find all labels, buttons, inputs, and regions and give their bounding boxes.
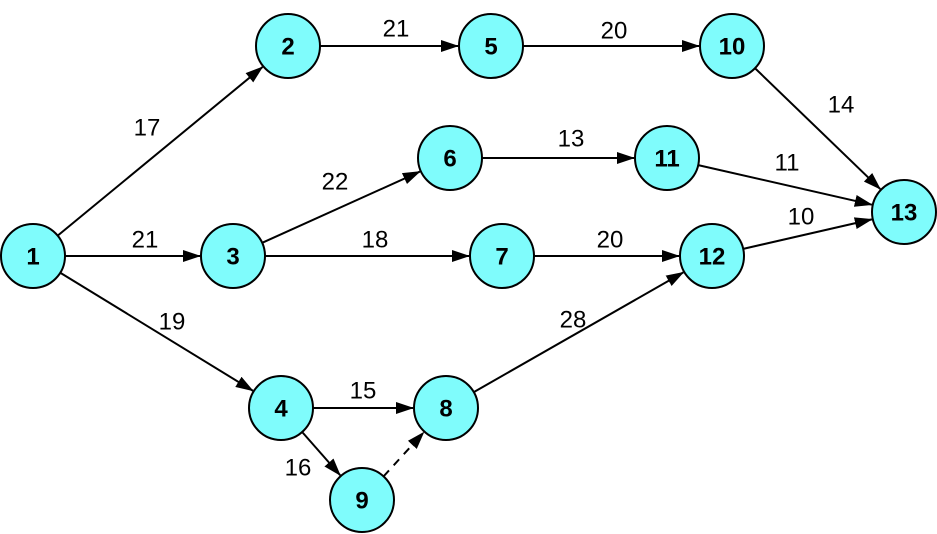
node-4: 4	[248, 375, 314, 441]
node-circle-11	[634, 125, 700, 191]
node-7: 7	[469, 223, 535, 289]
edge-weight-8-12: 28	[560, 307, 587, 334]
node-circle-3	[200, 223, 266, 289]
edge-arrow-1-4	[59, 271, 254, 392]
node-circle-9	[329, 467, 395, 533]
node-circle-13	[871, 179, 937, 245]
edge-weight-7-12: 20	[597, 227, 624, 254]
node-label-3: 3	[226, 244, 239, 271]
edge-arrow-10-13	[754, 67, 881, 190]
node-label-13: 13	[891, 200, 918, 227]
node-label-12: 12	[699, 244, 726, 271]
node-label-7: 7	[495, 244, 508, 271]
node-3: 3	[200, 223, 266, 289]
node-circle-6	[417, 125, 483, 191]
edges	[57, 40, 881, 478]
node-label-8: 8	[439, 396, 452, 423]
edge-weight-1-3: 21	[132, 227, 159, 254]
edge-arrow-3-6	[261, 170, 421, 244]
node-circle-1	[0, 223, 66, 289]
node-circle-12	[679, 223, 745, 289]
node-circle-4	[248, 375, 314, 441]
node-8: 8	[413, 375, 479, 441]
node-circle-2	[255, 13, 321, 79]
edge-arrow-11-13	[697, 164, 873, 207]
edge-weight-1-2: 17	[134, 115, 161, 142]
edge-weight-12-13: 10	[788, 204, 815, 231]
node-1: 1	[0, 223, 66, 289]
edge-weight-10-13: 14	[828, 92, 855, 119]
edge-weight-4-9: 16	[285, 455, 312, 482]
node-label-1: 1	[26, 244, 39, 271]
node-12: 12	[679, 223, 745, 289]
node-label-10: 10	[719, 34, 746, 61]
node-11: 11	[634, 125, 700, 191]
node-circle-8	[413, 375, 479, 441]
edge-weight-3-7: 18	[362, 227, 389, 254]
edge-arrow-12-13	[742, 217, 873, 250]
node-label-11: 11	[654, 146, 679, 173]
node-circle-10	[699, 13, 765, 79]
edge-weight-11-13: 11	[775, 150, 800, 177]
edge-arrow-4-9	[301, 431, 341, 476]
node-label-6: 6	[443, 146, 456, 173]
edge-weight-6-11: 13	[558, 126, 585, 153]
edge-weight-4-8: 15	[350, 378, 377, 405]
edge-weight-1-4: 19	[159, 309, 186, 336]
node-5: 5	[458, 13, 524, 79]
node-circle-5	[458, 13, 524, 79]
node-label-9: 9	[355, 488, 368, 515]
node-10: 10	[699, 13, 765, 79]
node-6: 6	[417, 125, 483, 191]
edge-weight-3-6: 22	[322, 169, 349, 196]
node-13: 13	[871, 179, 937, 245]
edge-arrow-1-2	[57, 66, 264, 237]
node-2: 2	[255, 13, 321, 79]
node-label-2: 2	[281, 34, 294, 61]
edge-arrow-9-8	[382, 431, 425, 478]
node-circle-7	[469, 223, 535, 289]
edge-arrow-8-12	[473, 271, 685, 393]
node-label-5: 5	[484, 34, 497, 61]
node-label-4: 4	[274, 396, 288, 423]
edge-weight-5-10: 20	[601, 18, 628, 45]
node-9: 9	[329, 467, 395, 533]
edge-weight-2-5: 21	[383, 16, 410, 43]
